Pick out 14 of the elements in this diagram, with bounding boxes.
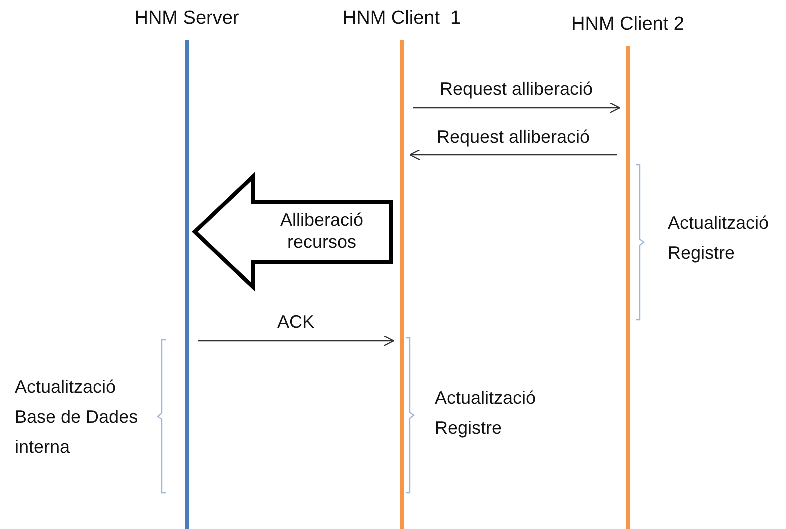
- edge-label: Alliberació recursos: [279, 209, 365, 253]
- message-arrow: [409, 149, 617, 161]
- lifeline-header: HNM Client 1: [342, 8, 462, 30]
- edge-label: Request alliberació: [436, 126, 592, 148]
- edge-label: ACK: [276, 311, 316, 333]
- lifeline-header: HNM Client 2: [570, 14, 686, 36]
- note-text: Actualització Base de Dades interna: [15, 376, 140, 459]
- note-text: Actualització Registre: [435, 387, 538, 440]
- block-arrow: [192, 172, 393, 292]
- edge-label: Request alliberació: [438, 78, 594, 100]
- message-arrow: [198, 335, 395, 347]
- lifeline-header: HNM Server: [134, 8, 240, 30]
- message-arrow: [413, 102, 621, 114]
- note-text: Actualització Registre: [668, 212, 770, 265]
